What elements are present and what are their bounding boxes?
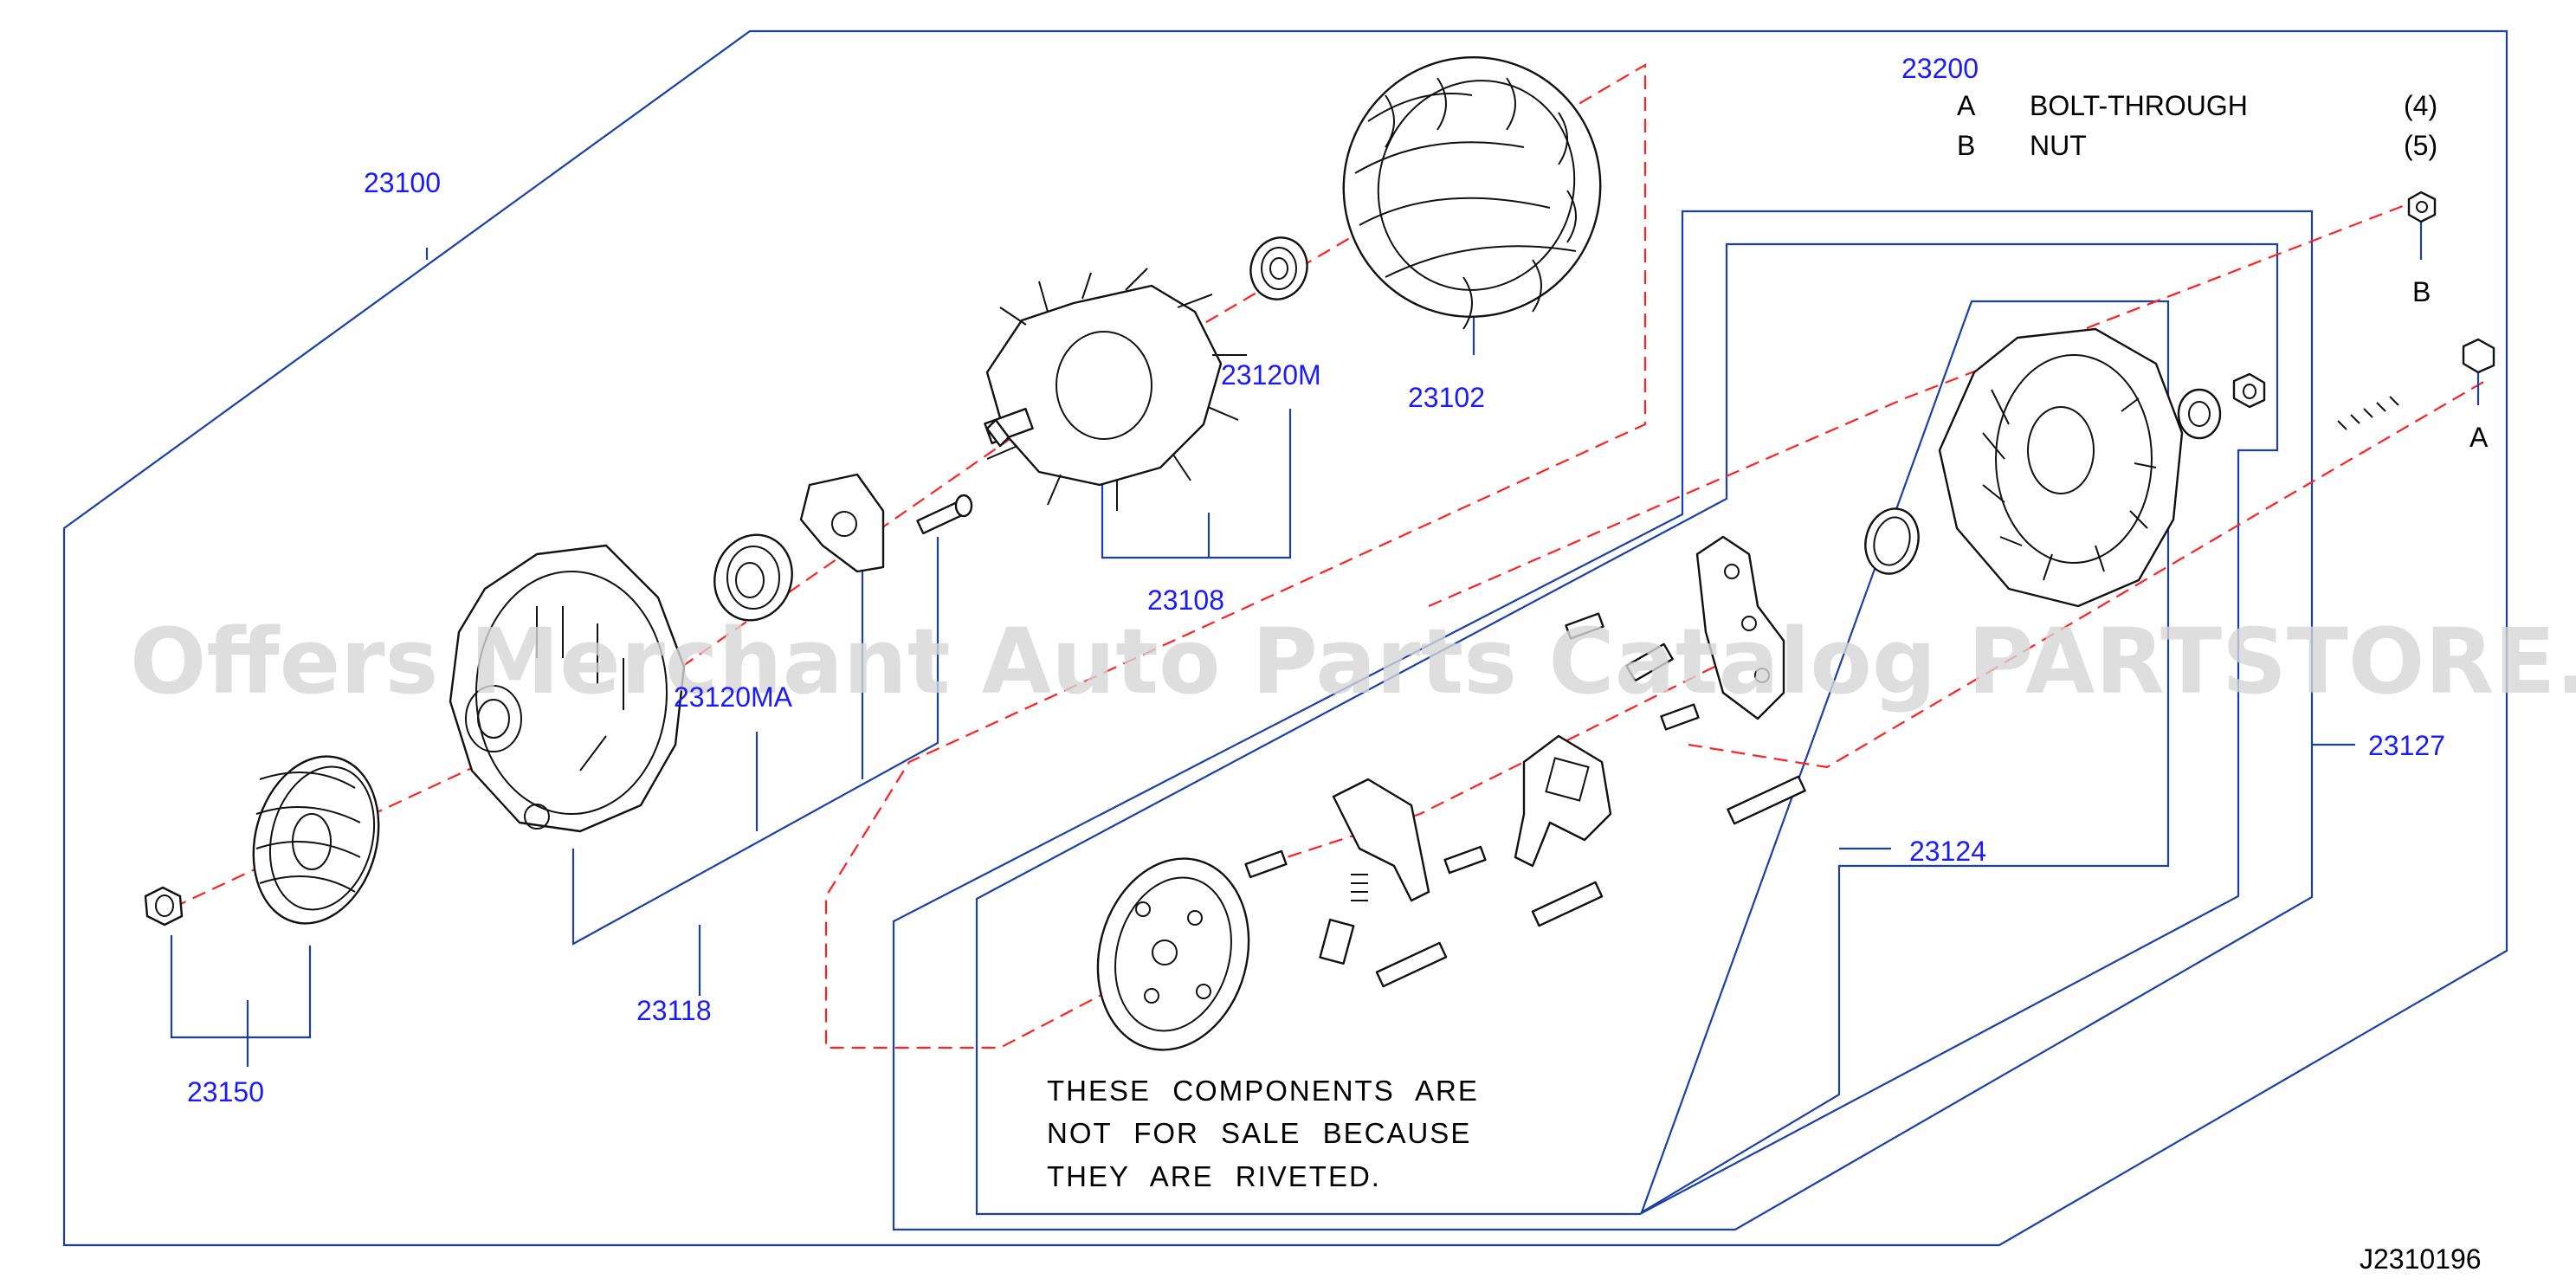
retainer-plate-part: [799, 473, 885, 573]
callout-23150[interactable]: 23150: [187, 1076, 264, 1107]
callout-23102[interactable]: 23102: [1408, 382, 1485, 413]
small-bolts-part: [1244, 612, 1806, 988]
legend-letter-b: B: [1957, 130, 1975, 161]
frame-23100: [62, 29, 2508, 1247]
frame-23127: [892, 210, 2314, 1231]
axis-rear-top: [1428, 203, 2408, 608]
axis-rear-bottom: [1688, 380, 2486, 769]
leader-23108: [1101, 442, 1292, 559]
screw-part: [916, 494, 973, 535]
rear-cover-part: [1938, 327, 2184, 608]
note-line-3: THEY ARE RIVETED.: [1047, 1160, 1381, 1192]
pulley-nut-part: [144, 886, 184, 927]
nut-B-part: [2407, 190, 2437, 223]
front-housing-part: [449, 544, 686, 833]
watermark-text: Offers Merchant Auto Parts Catalog PARTS…: [130, 609, 2576, 714]
note-line-2: NOT FOR SALE BECAUSE: [1047, 1117, 1471, 1149]
o-ring-part: [1864, 507, 1920, 575]
end-plate-part: [1096, 857, 1250, 1051]
not-for-sale-note: THESE COMPONENTS ARE NOT FOR SALE BECAUS…: [1047, 1075, 1479, 1192]
callout-23120M[interactable]: 23120M: [1221, 359, 1321, 391]
callout-23124[interactable]: 23124: [1909, 836, 1986, 867]
callout-23118[interactable]: 23118: [636, 995, 712, 1026]
brush-holder-part: [1319, 778, 1430, 965]
bolt-through-A-part: [2336, 338, 2495, 430]
legend-letter-a: A: [1957, 90, 1976, 121]
legend-qty-b: (5): [2404, 130, 2437, 161]
stator-part: [1342, 56, 1602, 330]
legend-qty-a: (4): [2404, 90, 2437, 121]
legend-name-b: NUT: [2030, 130, 2087, 161]
callout-23100[interactable]: 23100: [364, 167, 441, 198]
note-line-1: THESE COMPONENTS ARE: [1047, 1075, 1479, 1107]
leader-23118: [571, 537, 939, 946]
bearing-23120M-part: [1249, 236, 1308, 300]
rotor-part: [984, 268, 1247, 511]
callout-23108[interactable]: 23108: [1147, 584, 1224, 616]
frame-23124: [975, 242, 2279, 1216]
regulator-part: [1514, 734, 1612, 868]
callout-B[interactable]: B: [2412, 276, 2431, 307]
hardware-legend: 23200 A BOLT-THROUGH (4) B NUT (5): [1901, 53, 2437, 161]
bearing-23120MA-part: [713, 533, 793, 622]
assembly-number[interactable]: 23200: [1901, 53, 1979, 84]
axis-brush: [1246, 657, 1733, 872]
diagram-id: J2310196: [2360, 1243, 2482, 1275]
leader-23150: [170, 935, 312, 1039]
terminal-nuts-part: [2177, 372, 2266, 440]
callout-23120MA[interactable]: 23120MA: [674, 681, 793, 713]
pulley-part: [252, 755, 380, 925]
callout-A[interactable]: A: [2469, 422, 2489, 453]
legend-name-a: BOLT-THROUGH: [2030, 90, 2248, 121]
callout-23127[interactable]: 23127: [2368, 730, 2445, 761]
rectifier-part: [1695, 535, 1785, 720]
frame-note-group: [1639, 300, 2170, 1215]
